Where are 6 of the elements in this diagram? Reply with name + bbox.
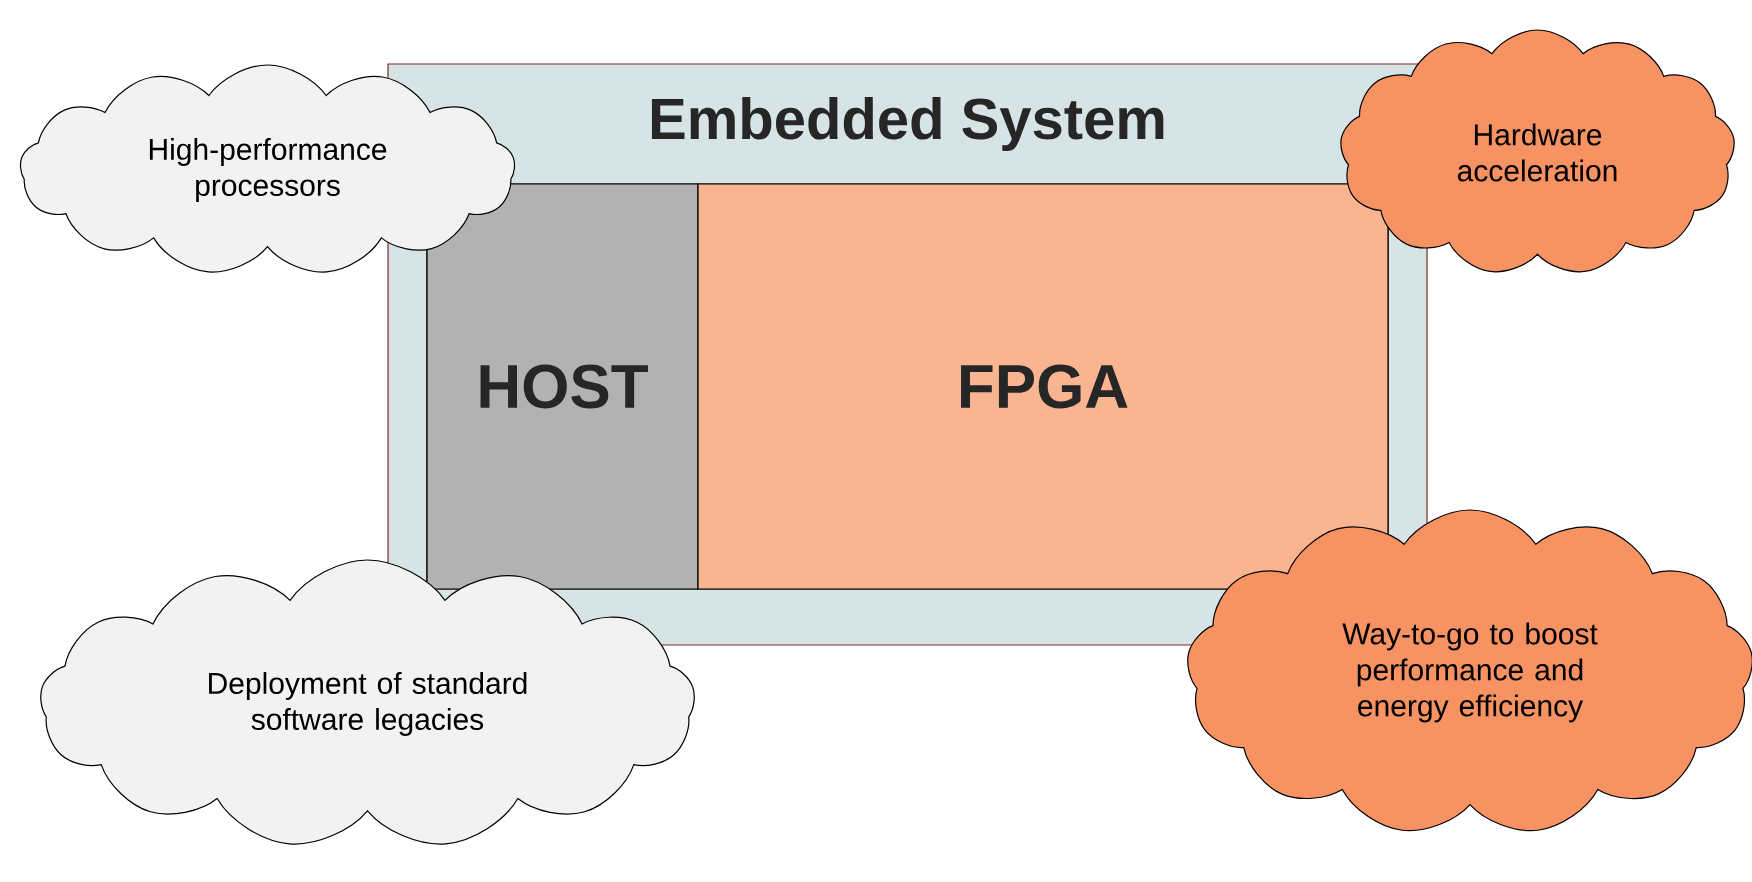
component-box: FPGA xyxy=(697,183,1389,590)
cloud-callout: Way-to-go to boost performance and energy efficiency xyxy=(1187,509,1752,832)
cloud-callout: Hardware acceleration xyxy=(1340,29,1735,273)
cloud-callout: Deployment of standard software legacies xyxy=(40,559,695,845)
component-box: HOST xyxy=(426,183,699,590)
cloud-callout: High-performance processors xyxy=(19,64,516,273)
